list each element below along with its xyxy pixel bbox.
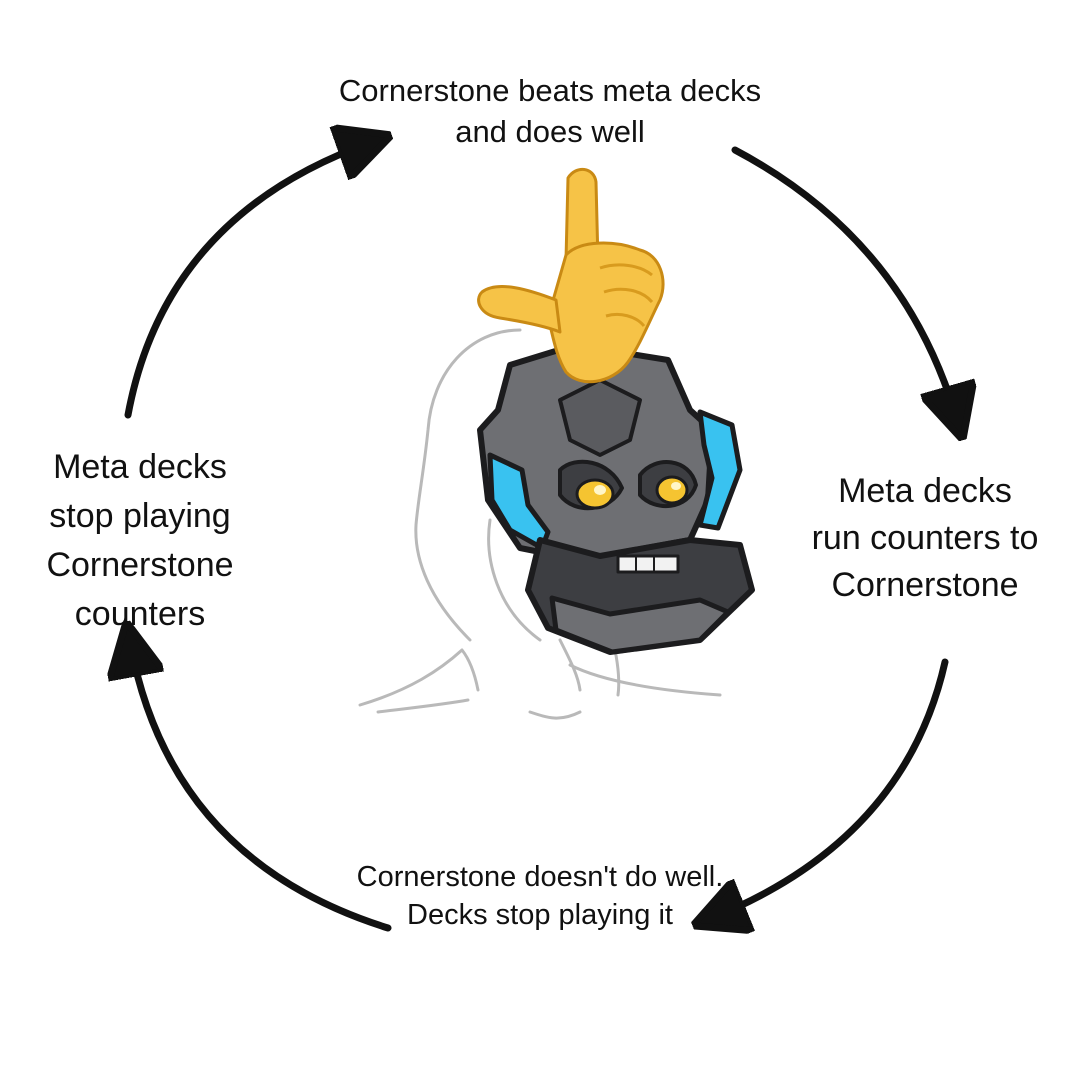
arrow-bottom-to-left <box>130 642 392 932</box>
arrow-left-to-top <box>124 142 372 419</box>
stone-mask-icon <box>477 342 755 655</box>
cycle-node-top-label: Cornerstone beats meta decks and does we… <box>338 73 762 149</box>
cycle-node-left-label: Meta decks stop playing Cornerstone coun… <box>46 448 234 633</box>
cycle-node-bottom-label: Cornerstone doesn't do well. Decks stop … <box>356 861 724 931</box>
cycle-node-right-label: Meta decks run counters to Cornerstone <box>811 472 1039 604</box>
arrow-top-to-right <box>731 146 957 420</box>
arrow-right-to-bottom <box>712 658 949 918</box>
loser-hand-emoji-icon <box>477 168 665 384</box>
